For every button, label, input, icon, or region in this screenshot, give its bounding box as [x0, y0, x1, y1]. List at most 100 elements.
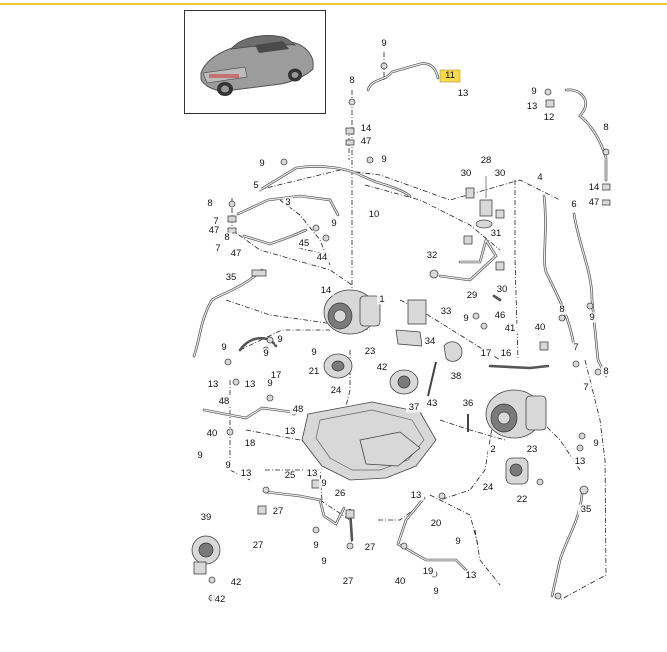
- callout-c31[interactable]: 47: [228, 248, 244, 259]
- callout-c14[interactable]: 28: [478, 155, 494, 166]
- callout-c39[interactable]: 33: [438, 306, 454, 317]
- callout-c57[interactable]: 42: [374, 362, 390, 373]
- callout-c98[interactable]: 13: [463, 570, 479, 581]
- callout-c47[interactable]: 34: [422, 336, 438, 347]
- callout-c38[interactable]: 1: [377, 294, 387, 305]
- callout-c93[interactable]: 20: [428, 518, 444, 529]
- callout-c58[interactable]: 38: [448, 371, 464, 382]
- callout-c6[interactable]: 47: [358, 136, 374, 147]
- callout-c37[interactable]: 14: [318, 285, 334, 296]
- callout-c72[interactable]: 18: [242, 438, 258, 449]
- callout-c78[interactable]: 13: [238, 468, 254, 479]
- callout-c4[interactable]: 8: [347, 75, 357, 86]
- callout-c22[interactable]: 3: [283, 197, 293, 208]
- callout-c69[interactable]: 36: [460, 398, 476, 409]
- callout-c8[interactable]: 13: [524, 101, 540, 112]
- callout-c55[interactable]: 17: [268, 370, 284, 381]
- callout-c75[interactable]: 9: [223, 460, 233, 471]
- callout-c101[interactable]: 9: [431, 586, 441, 597]
- bracket-33[interactable]: [407, 299, 427, 325]
- callout-c95[interactable]: 9: [319, 556, 329, 567]
- callout-c79[interactable]: 13: [304, 468, 320, 479]
- callout-c41[interactable]: 46: [492, 310, 508, 321]
- callout-c20[interactable]: 6: [569, 199, 579, 210]
- callout-c26[interactable]: 8: [222, 232, 232, 243]
- callout-c33[interactable]: 32: [424, 250, 440, 261]
- callout-c40[interactable]: 9: [461, 313, 471, 324]
- clamp-38[interactable]: [443, 341, 463, 362]
- callout-c42[interactable]: 41: [502, 323, 518, 334]
- callout-c53[interactable]: 16: [498, 348, 514, 359]
- callout-c80[interactable]: 13: [572, 456, 588, 467]
- callout-c3[interactable]: 13: [455, 88, 471, 99]
- callout-c23[interactable]: 10: [366, 209, 382, 220]
- callout-c34[interactable]: 29: [464, 290, 480, 301]
- callout-c66[interactable]: 37: [406, 402, 422, 413]
- callout-c100[interactable]: 40: [392, 576, 408, 587]
- callout-c64[interactable]: 48: [216, 396, 232, 407]
- callout-c85[interactable]: 26: [332, 488, 348, 499]
- oil-pan[interactable]: [301, 401, 437, 481]
- callout-c52[interactable]: 17: [478, 348, 494, 359]
- callout-c59[interactable]: 8: [601, 366, 611, 377]
- callout-c13[interactable]: 5: [251, 180, 261, 191]
- callout-c76[interactable]: 9: [591, 438, 601, 449]
- callout-c17[interactable]: 4: [535, 172, 545, 183]
- callout-c43[interactable]: 9: [587, 312, 597, 323]
- callout-c73[interactable]: 2: [488, 444, 498, 455]
- callout-c25[interactable]: 47: [206, 225, 222, 236]
- callout-c48[interactable]: 9: [219, 342, 229, 353]
- callout-c67[interactable]: 43: [424, 398, 440, 409]
- callout-c54[interactable]: 7: [571, 342, 581, 353]
- callout-c56[interactable]: 21: [306, 366, 322, 377]
- callout-c18[interactable]: 14: [586, 182, 602, 193]
- callout-c35[interactable]: 30: [494, 284, 510, 295]
- callout-c29[interactable]: 31: [488, 228, 504, 239]
- bracket-34[interactable]: [395, 329, 423, 347]
- callout-c99[interactable]: 42: [228, 577, 244, 588]
- callout-c74[interactable]: 9: [195, 450, 205, 461]
- callout-c28[interactable]: 9: [329, 218, 339, 229]
- callout-c82[interactable]: 24: [480, 482, 496, 493]
- callout-c102[interactable]: 42: [212, 594, 228, 605]
- callout-c27[interactable]: 45: [296, 238, 312, 249]
- bolt-43[interactable]: [427, 361, 437, 397]
- callout-c71[interactable]: 40: [204, 428, 220, 439]
- callout-c97[interactable]: 19: [420, 566, 436, 577]
- callout-c92[interactable]: 27: [362, 542, 378, 553]
- callout-c84[interactable]: 27: [270, 506, 286, 517]
- callout-c19[interactable]: 47: [586, 197, 602, 208]
- turbocharger-left[interactable]: [323, 289, 381, 335]
- turbocharger-right[interactable]: [485, 389, 547, 439]
- callout-c70[interactable]: 13: [282, 426, 298, 437]
- union-28-31[interactable]: [475, 176, 493, 229]
- actuator-left[interactable]: [323, 353, 353, 379]
- vacuum-pump[interactable]: [191, 535, 221, 575]
- water-pump[interactable]: [389, 369, 419, 395]
- callout-c62[interactable]: 24: [328, 385, 344, 396]
- callout-c10[interactable]: 8: [601, 122, 611, 133]
- callout-c81[interactable]: 25: [282, 470, 298, 481]
- actuator-right[interactable]: [505, 457, 529, 485]
- callout-c60[interactable]: 13: [205, 379, 221, 390]
- callout-c89[interactable]: 39: [198, 512, 214, 523]
- callout-c86[interactable]: 13: [408, 490, 424, 501]
- callout-c90[interactable]: 27: [250, 540, 266, 551]
- callout-c96[interactable]: 27: [340, 576, 356, 587]
- callout-c77[interactable]: 23: [524, 444, 540, 455]
- callout-c87[interactable]: 22: [514, 494, 530, 505]
- vehicle-thumbnail[interactable]: [184, 10, 326, 114]
- callout-c45[interactable]: 8: [557, 304, 567, 315]
- callout-c36[interactable]: 35: [223, 272, 239, 283]
- callout-c63[interactable]: 7: [581, 382, 591, 393]
- callout-c50[interactable]: 23: [362, 346, 378, 357]
- callout-c24[interactable]: 7: [211, 216, 221, 227]
- sensor-35[interactable]: [251, 269, 267, 277]
- callout-c16[interactable]: 30: [492, 168, 508, 179]
- callout-c61[interactable]: 13: [242, 379, 258, 390]
- callout-c91[interactable]: 9: [311, 540, 321, 551]
- callout-c9[interactable]: 12: [541, 112, 557, 123]
- callout-c32[interactable]: 44: [314, 252, 330, 263]
- callout-c15[interactable]: 30: [458, 168, 474, 179]
- callout-c65[interactable]: 9: [265, 378, 275, 389]
